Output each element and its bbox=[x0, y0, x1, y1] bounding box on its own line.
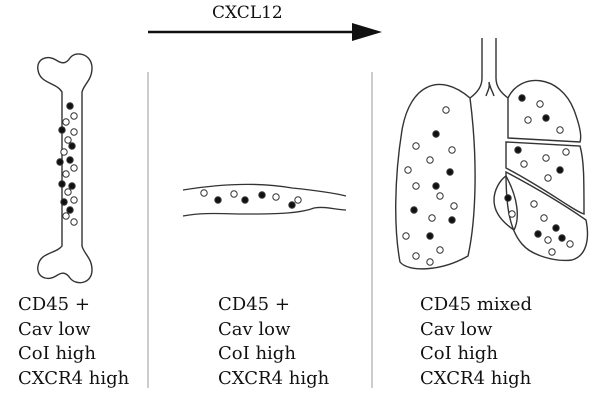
label-line: Cav low bbox=[420, 318, 493, 340]
open-cell bbox=[536, 100, 544, 108]
open-cell bbox=[548, 248, 556, 256]
open-cell bbox=[62, 170, 70, 178]
open-cell bbox=[508, 210, 516, 218]
filled-cell bbox=[66, 206, 74, 214]
filled-cell bbox=[288, 201, 296, 209]
open-cell bbox=[566, 240, 574, 248]
blood-vessel-label: CD45 + Cav low CoI high CXCR4 high bbox=[218, 293, 329, 391]
filled-cell bbox=[518, 94, 526, 102]
filled-cell bbox=[66, 156, 74, 164]
filled-cell bbox=[448, 216, 456, 224]
bone-marrow-label: CD45 + Cav low CoI high CXCR4 high bbox=[18, 293, 129, 391]
open-cell bbox=[70, 218, 78, 226]
open-cell bbox=[544, 174, 552, 182]
open-cell bbox=[412, 142, 420, 150]
open-cell bbox=[404, 166, 412, 174]
filled-cell bbox=[432, 130, 440, 138]
filled-cell bbox=[241, 196, 249, 204]
label-line: Cav low bbox=[218, 318, 291, 340]
filled-cell bbox=[534, 230, 542, 238]
filled-cell bbox=[542, 114, 550, 122]
open-cell bbox=[412, 252, 420, 260]
filled-cell bbox=[58, 180, 66, 188]
open-cell bbox=[448, 146, 456, 154]
open-cell bbox=[436, 246, 444, 254]
open-cell bbox=[294, 196, 302, 204]
filled-cell bbox=[214, 196, 222, 204]
lung-cells bbox=[402, 94, 574, 266]
bone-outline bbox=[37, 53, 93, 284]
open-cell bbox=[562, 148, 570, 156]
lung-label: CD45 mixed Cav low CoI high CXCR4 high bbox=[420, 293, 532, 391]
filled-cell bbox=[558, 234, 566, 242]
filled-cell bbox=[410, 206, 418, 214]
open-cell bbox=[70, 128, 78, 136]
label-line: CoI high bbox=[420, 343, 498, 364]
open-cell bbox=[200, 189, 208, 197]
filled-cell bbox=[58, 126, 66, 134]
vessel-outline bbox=[182, 183, 347, 217]
open-cell bbox=[70, 196, 78, 204]
open-cell bbox=[70, 112, 78, 120]
filled-cell bbox=[514, 146, 522, 154]
lung-outline bbox=[395, 38, 589, 270]
label-line: CXCR4 high bbox=[218, 367, 330, 389]
label-line: CXCR4 high bbox=[18, 367, 130, 389]
open-cell bbox=[450, 202, 458, 210]
open-cell bbox=[428, 214, 436, 222]
label-line: CoI high bbox=[18, 343, 96, 364]
open-cell bbox=[60, 148, 68, 156]
migration-arrow bbox=[148, 23, 382, 41]
label-line: CXCR4 high bbox=[420, 367, 532, 389]
label-line: Cav low bbox=[18, 318, 91, 340]
open-cell bbox=[442, 106, 450, 114]
open-cell bbox=[426, 258, 434, 266]
filled-cell bbox=[504, 194, 512, 202]
filled-cell bbox=[68, 142, 76, 150]
filled-cell bbox=[426, 232, 434, 240]
filled-cell bbox=[556, 166, 564, 174]
bone-cells bbox=[56, 102, 78, 226]
filled-cell bbox=[432, 182, 440, 190]
filled-cell bbox=[56, 158, 64, 166]
open-cell bbox=[62, 212, 70, 220]
arrow-label: CXCL12 bbox=[212, 3, 283, 23]
open-cell bbox=[520, 160, 528, 168]
open-cell bbox=[544, 236, 552, 244]
open-cell bbox=[556, 126, 564, 134]
open-cell bbox=[426, 156, 434, 164]
vessel-cells bbox=[200, 189, 302, 209]
open-cell bbox=[272, 193, 280, 201]
open-cell bbox=[542, 154, 550, 162]
filled-cell bbox=[68, 182, 76, 190]
open-cell bbox=[436, 192, 444, 200]
open-cell bbox=[64, 188, 72, 196]
label-line: CD45 + bbox=[218, 294, 290, 315]
open-cell bbox=[412, 182, 420, 190]
open-cell bbox=[70, 164, 78, 172]
filled-cell bbox=[60, 198, 68, 206]
filled-cell bbox=[446, 168, 454, 176]
open-cell bbox=[62, 118, 70, 126]
label-line: CD45 mixed bbox=[420, 294, 532, 315]
filled-cell bbox=[258, 191, 266, 199]
open-cell bbox=[64, 136, 72, 144]
open-cell bbox=[530, 200, 538, 208]
label-line: CoI high bbox=[218, 343, 296, 364]
open-cell bbox=[524, 116, 532, 124]
open-cell bbox=[402, 232, 410, 240]
label-line: CD45 + bbox=[18, 294, 90, 315]
filled-cell bbox=[66, 102, 74, 110]
filled-cell bbox=[552, 224, 560, 232]
open-cell bbox=[230, 190, 238, 198]
open-cell bbox=[540, 214, 548, 222]
arrow-head bbox=[352, 23, 382, 41]
